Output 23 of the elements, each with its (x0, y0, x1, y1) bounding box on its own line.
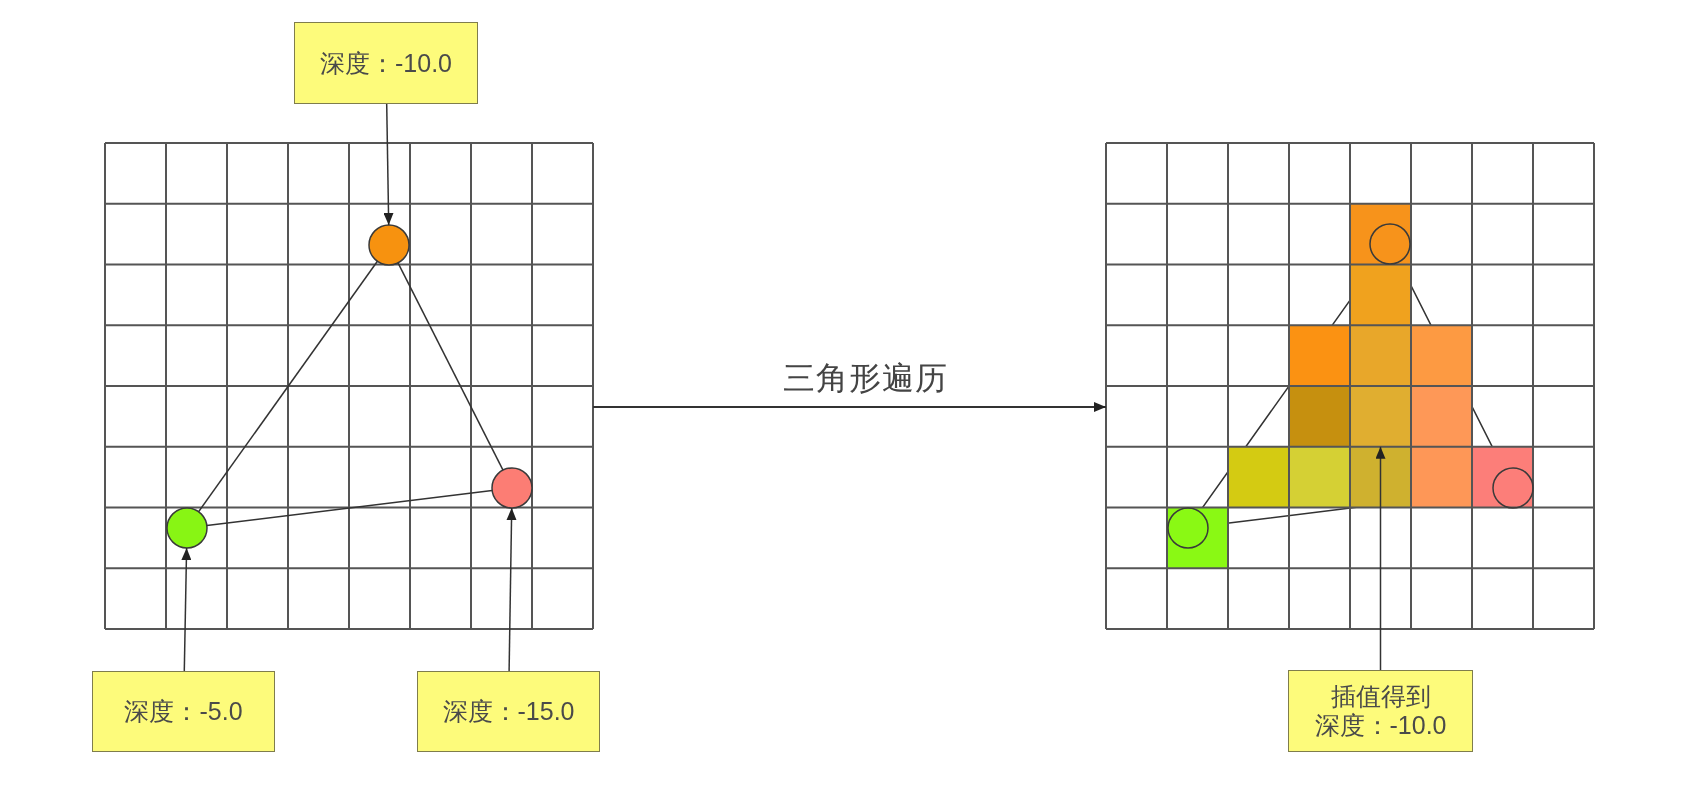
callout-text: 深度：-10.0 (1314, 711, 1447, 740)
callout-text: 深度：-10.0 (320, 48, 452, 78)
leader-arrow (181, 547, 192, 672)
vertex-dot (368, 224, 410, 266)
callout-text: 插值得到 (1330, 682, 1431, 711)
vertex-dot (166, 507, 208, 549)
leader-arrow (506, 507, 517, 672)
triangle-side (197, 260, 379, 513)
callout-box (1288, 670, 1473, 752)
callout-text: 深度：-15.0 (442, 697, 575, 726)
callout-box (294, 22, 478, 104)
pixel-grid (1105, 142, 1595, 630)
pixel-cell (1350, 386, 1411, 447)
triangle-side (397, 262, 504, 471)
vertex-dot (491, 467, 533, 509)
leader-arrow (1375, 446, 1386, 671)
callout-box (92, 671, 275, 752)
callout-text: 深度：-5.0 (124, 697, 243, 726)
triangle-side (206, 489, 493, 527)
callout-box (417, 671, 600, 752)
pixel-grid (104, 142, 594, 630)
leader-arrow (383, 103, 394, 226)
arrow (592, 402, 1107, 412)
